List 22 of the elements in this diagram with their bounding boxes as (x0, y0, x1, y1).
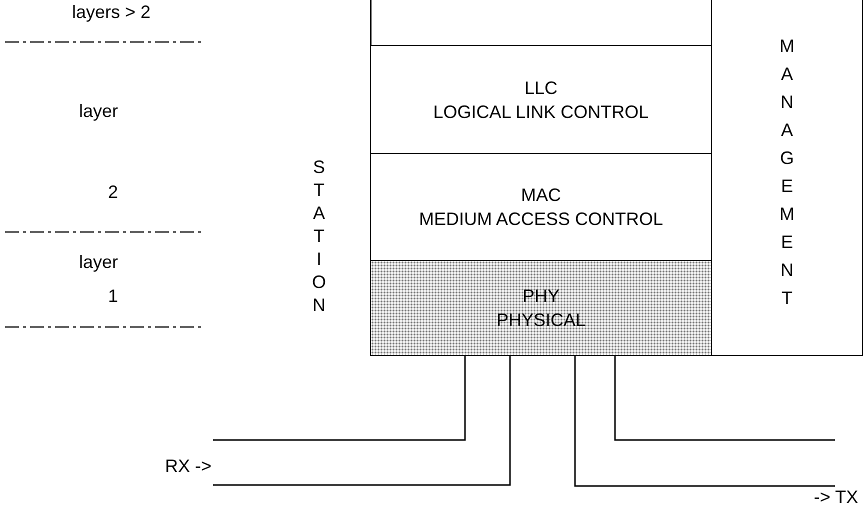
text-label: layers > 2 (72, 2, 151, 23)
signal-line (213, 356, 466, 441)
signal-line (213, 356, 511, 486)
text-label: RX -> (165, 456, 212, 477)
layer-name: MEDIUM ACCESS CONTROL (418, 208, 664, 231)
text-label: layer (79, 101, 118, 122)
layer-abbreviation: LLC (524, 76, 558, 100)
text-label: layer (79, 252, 118, 273)
layer-box (370, 45, 712, 154)
layer-box (370, 260, 712, 356)
signal-label: -> TX (814, 486, 858, 509)
layer-name: PHYSICAL (496, 309, 586, 332)
vertical-text: MANAGEMENT (776, 36, 798, 316)
text-label: 1 (108, 286, 118, 307)
text-label: 2 (108, 182, 118, 203)
vertical-text: STATION (308, 157, 329, 318)
signal-line (614, 356, 835, 441)
layer-name: LOGICAL LINK CONTROL (433, 100, 649, 124)
layer-abbreviation: MAC (521, 184, 561, 207)
management-column (711, 0, 863, 356)
layer-abbreviation: PHY (522, 285, 560, 308)
signal-line (574, 356, 835, 487)
